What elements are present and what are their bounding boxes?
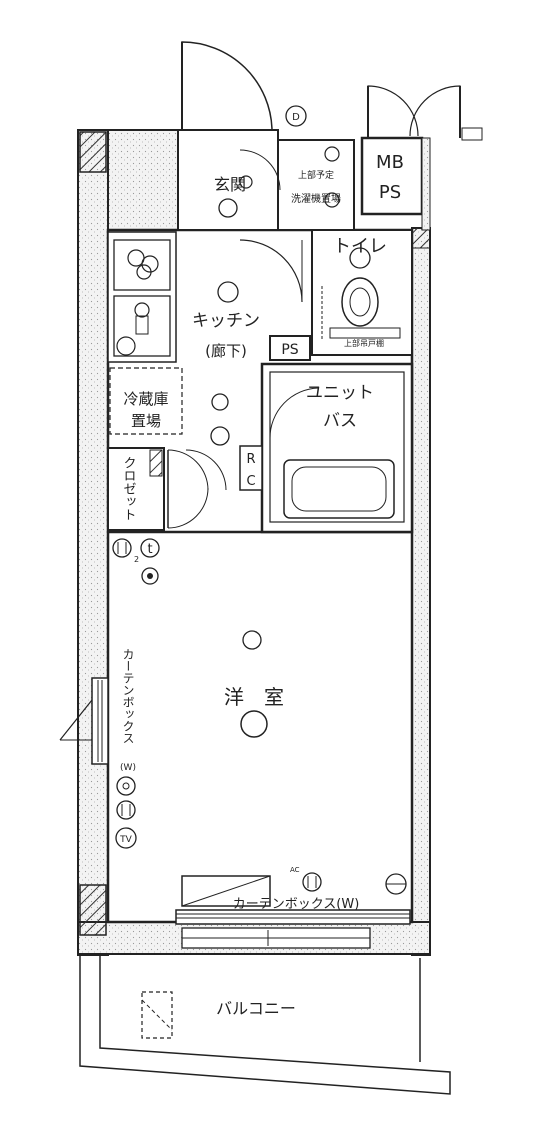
kitchen-ps-label: PS <box>281 342 298 358</box>
bath-label-1: ユニット <box>306 383 374 403</box>
phone-outlet-label: t <box>147 542 152 557</box>
door-mark: D <box>285 105 307 127</box>
kitchen-label: キッチン <box>192 311 260 331</box>
rc-r-label: R <box>246 452 255 467</box>
fridge-label-1: 冷蔵庫 <box>123 390 168 408</box>
laundry-label-1: 上部予定 <box>298 169 334 181</box>
outlet-symbols: 2 t TV AC <box>112 538 407 895</box>
balcony-area <box>79 956 451 1095</box>
mb-label: MB <box>376 152 404 173</box>
curtain-box-left-label: カーテンボックス <box>121 648 135 744</box>
toilet-shelf-label: 上部吊戸棚 <box>344 338 384 348</box>
curtain-box-bottom-label: カーテンボックス(W) <box>233 897 360 912</box>
ac-label: AC <box>290 866 300 874</box>
entrance-label: 玄関 <box>214 175 246 194</box>
toilet-label: トイレ <box>333 236 387 257</box>
balcony-label: バルコニー <box>216 999 296 1018</box>
rc-c-label: C <box>246 474 255 489</box>
room-labels: 玄関 上部予定 洗濯機置場 MB PS トイレ 上部吊戸棚 キッチン (廊下) … <box>120 152 404 1018</box>
bath-label-2: バス <box>323 411 357 431</box>
western-room-label: 洋 室 <box>224 685 284 709</box>
tv-outlet-label: TV <box>119 835 132 845</box>
outlet-count-1: 2 <box>134 555 139 564</box>
interior <box>59 41 483 949</box>
closet-label: クロゼット <box>121 456 137 521</box>
laundry-label-2: 洗濯機置場 <box>291 192 341 205</box>
curtain-box-left-w: (W) <box>120 763 136 773</box>
outer-walls <box>77 129 431 956</box>
hallway-label: (廊下) <box>205 342 247 360</box>
fridge-label-2: 置場 <box>131 412 161 430</box>
door-mark-label: D <box>292 112 300 123</box>
laundry-fixtures <box>324 146 340 208</box>
mb-ps-label: PS <box>379 182 401 203</box>
